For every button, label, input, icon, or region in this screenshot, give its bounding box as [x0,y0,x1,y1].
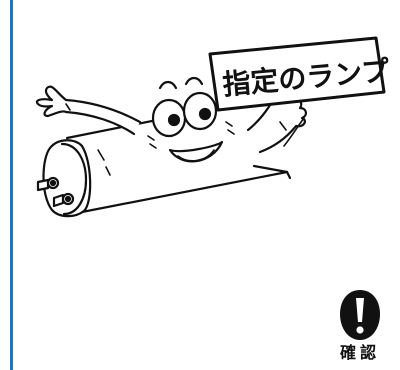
confirm-label: 確認 [339,343,380,362]
lamp-sign: 指定のランプ [208,36,392,112]
lamp-illustration: 指定のランプ [22,18,400,238]
exclamation-icon [340,290,380,340]
left-margin-line [10,0,13,370]
tube-face [147,76,235,163]
left-arm [35,85,142,136]
confirm-notice: 確認 [325,288,395,370]
tube-end-cap [36,139,111,218]
